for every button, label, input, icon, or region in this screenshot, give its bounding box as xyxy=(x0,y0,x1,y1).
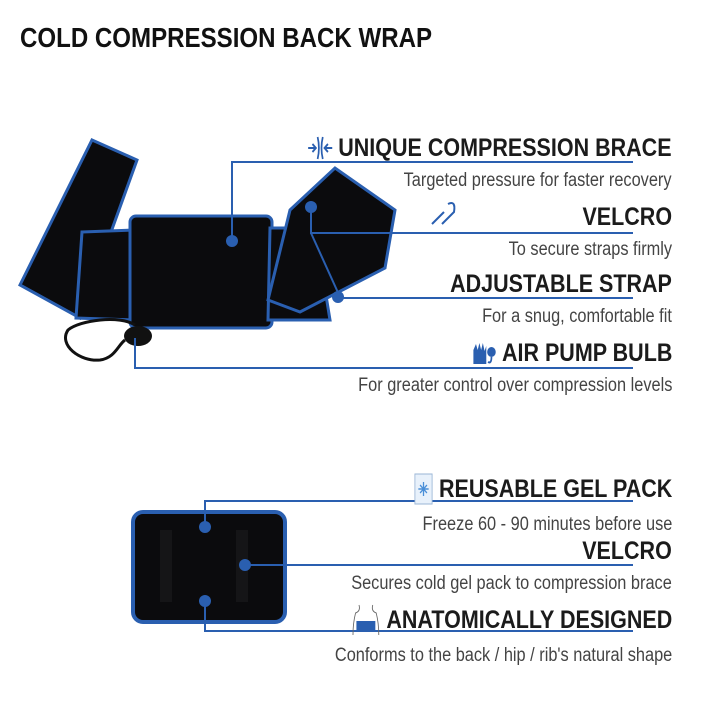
feature-gel-pack: REUSABLE GEL PACK Freeze 60 - 90 minutes… xyxy=(413,472,672,536)
air-pump-bulb xyxy=(124,326,152,346)
glove-pump-icon xyxy=(473,343,496,364)
feature-heading: REUSABLE GEL PACK xyxy=(438,475,672,503)
torso-icon xyxy=(352,604,379,636)
feature-description: Secures cold gel pack to compression bra… xyxy=(351,573,672,594)
gel-pack-image xyxy=(131,510,287,624)
callout-lines xyxy=(134,161,633,632)
callout-dots xyxy=(199,201,344,607)
feature-velcro: VELCRO To secure straps firmly xyxy=(509,203,672,261)
compression-arrows-icon xyxy=(308,136,333,160)
feature-anatomical: ANATOMICALLY DESIGNED Conforms to the ba… xyxy=(335,603,672,667)
feature-description: For a snug, comfortable fit xyxy=(482,306,672,327)
page-title: COLD COMPRESSION BACK WRAP xyxy=(20,22,433,53)
feature-heading: UNIQUE COMPRESSION BRACE xyxy=(338,134,672,162)
feature-heading: VELCRO xyxy=(582,537,672,565)
feature-description: Conforms to the back / hip / rib's natur… xyxy=(334,645,672,666)
feature-heading: ANATOMICALLY DESIGNED xyxy=(386,606,672,634)
feature-heading: ADJUSTABLE STRAP xyxy=(450,270,672,298)
gel-pack-snowflake-icon xyxy=(414,473,433,505)
feature-velcro-gel: VELCRO Secures cold gel pack to compress… xyxy=(351,537,672,595)
feature-description: For greater control over compression lev… xyxy=(357,375,672,396)
feature-description: Freeze 60 - 90 minutes before use xyxy=(422,514,672,535)
feature-description: Targeted pressure for faster recovery xyxy=(404,170,672,191)
feature-heading: AIR PUMP BULB xyxy=(501,339,672,367)
velcro-hook-icon xyxy=(431,202,456,225)
feature-air-pump: AIR PUMP BULB For greater control over c… xyxy=(358,339,672,397)
feature-compression-brace: UNIQUE COMPRESSION BRACE Targeted pressu… xyxy=(308,134,672,192)
feature-description: To secure straps firmly xyxy=(508,239,672,260)
feature-adjustable-strap: ADJUSTABLE STRAP For a snug, comfortable… xyxy=(450,270,672,328)
feature-heading: VELCRO xyxy=(582,203,672,231)
